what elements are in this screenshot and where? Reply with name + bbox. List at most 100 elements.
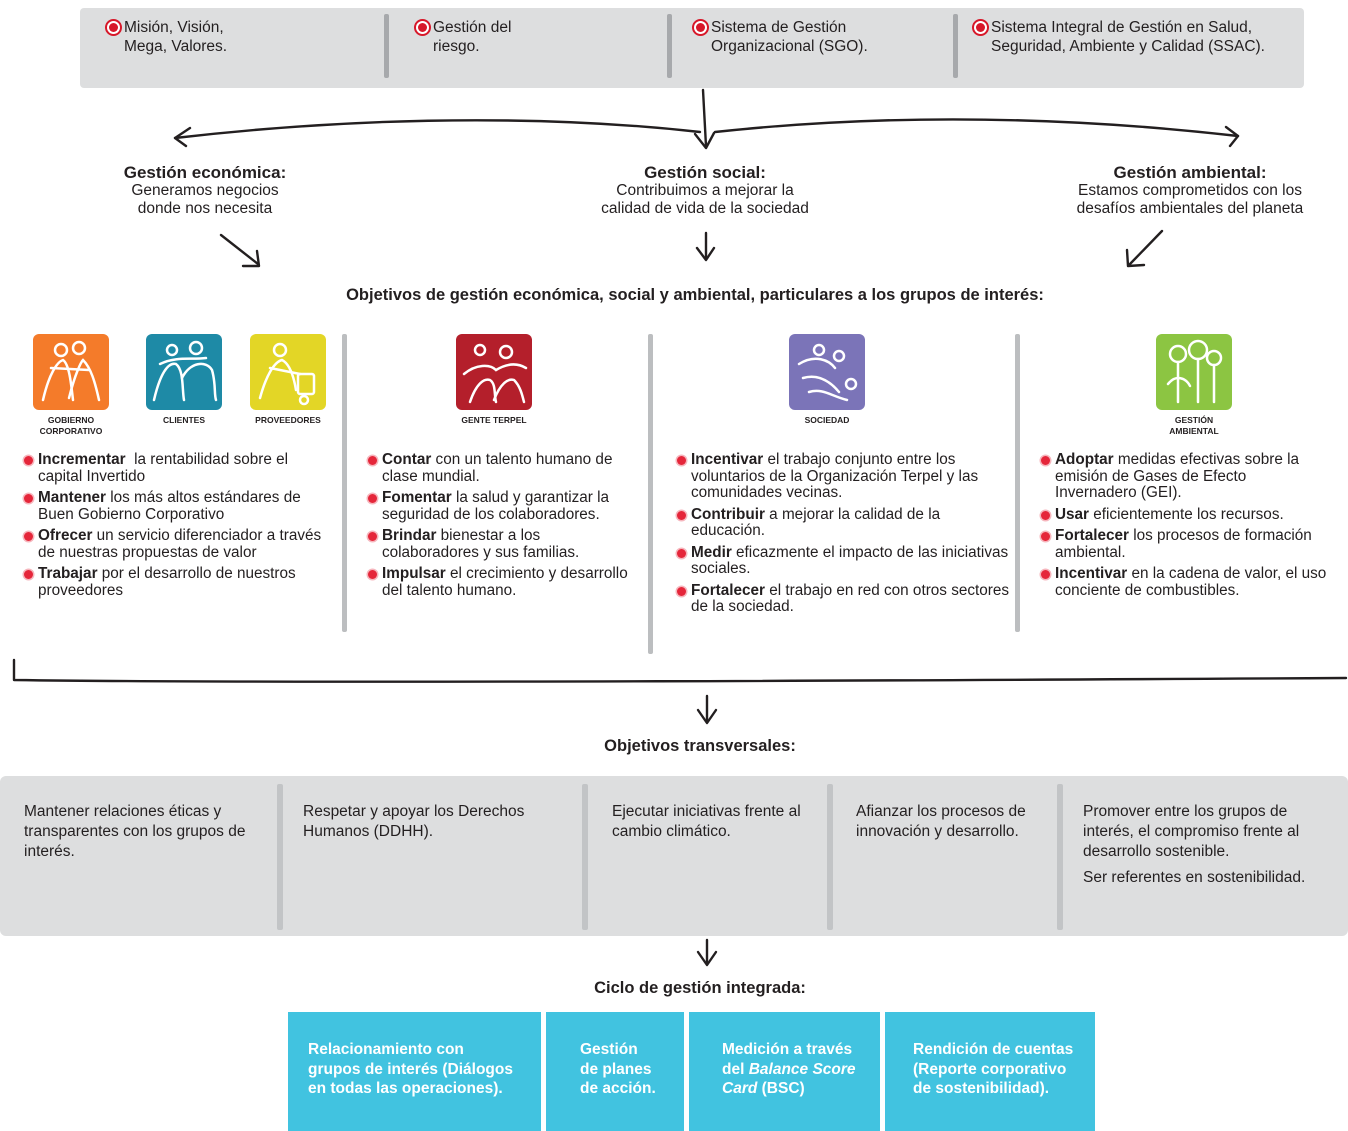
objective-text: los procesos de formación ambiental. <box>1055 527 1317 561</box>
column-divider <box>1015 334 1020 632</box>
objective-verb: Medir <box>691 543 732 561</box>
objective-item: Ofrecer un servicio diferenciador a trav… <box>22 527 326 561</box>
gestion-description: Estamos comprometidos con los desafíos a… <box>1076 182 1304 217</box>
cycle-box-rendicion: Rendición de cuentas (Reporte corporativ… <box>885 1012 1095 1131</box>
objective-text: por el desarrollo de nuestros proveedore… <box>38 565 300 599</box>
objective-item: Adoptar medidas efectivas sobre la emisi… <box>1039 451 1329 502</box>
arrow-branch-right <box>713 118 1240 138</box>
objective-item: Incentivar en la cadena de valor, el uso… <box>1039 565 1331 599</box>
target-bullet-icon <box>414 19 431 36</box>
gente-terpel-icon <box>456 334 532 410</box>
transversal-band <box>0 776 1348 936</box>
objective-verb: Incentivar <box>1055 565 1128 582</box>
transversal-item: Respetar y apoyar los Derechos Humanos (… <box>303 803 525 840</box>
sociedad-icon <box>789 334 865 410</box>
divider <box>827 784 833 930</box>
group-label: GESTIÓN AMBIENTAL <box>1169 415 1219 436</box>
proveedores-icon <box>250 334 326 410</box>
gestion-social: Gestión social: Contribuimos a mejorar l… <box>560 163 850 218</box>
bracket-line <box>12 658 1348 683</box>
divider <box>384 14 389 78</box>
objective-text: medidas efectivas sobre la emisión de Ga… <box>1055 451 1304 501</box>
gestion-description: Generamos negocios donde nos necesita <box>131 182 279 217</box>
objective-text: el crecimiento y desarrollo del talento … <box>382 565 632 599</box>
gestion-economica: Gestión económica: Generamos negocios do… <box>80 163 330 218</box>
objective-verb: Impulsar <box>382 565 446 582</box>
gestion-description: Contribuimos a mejorar la calidad de vid… <box>601 182 809 217</box>
gestion-heading: Gestión social: <box>644 163 766 182</box>
objective-verb: Incentivar <box>691 451 764 468</box>
foundation-item: Gestión del riesgo. <box>414 18 511 56</box>
objective-item: Incrementar la rentabilidad sobre el cap… <box>22 451 322 485</box>
objective-text: el trabajo en red con otros sectores de … <box>691 581 1014 615</box>
objective-text: con un talento humano de clase mundial. <box>382 451 617 485</box>
arrow-environment-down <box>1128 229 1164 266</box>
gobierno-corporativo-icon <box>33 334 109 410</box>
divider <box>1057 784 1063 930</box>
objective-verb: Ofrecer <box>38 527 93 544</box>
gestion-ambiental-icon <box>1156 334 1232 410</box>
divider <box>582 784 588 930</box>
gestion-heading: Gestión económica: <box>123 163 287 182</box>
objective-verb: Incrementar <box>38 451 126 468</box>
foundation-item: Sistema de Gestión Organizacional (SGO). <box>692 18 868 56</box>
group-label: GENTE TERPEL <box>461 415 527 425</box>
transversal-item: Ejecutar iniciativas frente al cambio cl… <box>612 803 801 840</box>
objective-verb: Brindar <box>382 527 437 544</box>
objective-verb: Fortalecer <box>691 581 765 599</box>
objective-verb: Adoptar <box>1055 451 1114 468</box>
objective-item: Trabajar por el desarrollo de nuestros p… <box>22 565 322 599</box>
objective-item: Fortalecer el trabajo en red con otros s… <box>675 581 1014 616</box>
objective-verb: Fomentar <box>382 489 452 506</box>
objectives-list-sociedad: Incentivar el trabajo conjunto entre los… <box>675 451 1014 621</box>
column-divider <box>648 334 653 654</box>
arrow-economic-down <box>219 233 260 266</box>
target-bullet-icon <box>105 19 122 36</box>
objective-item: Contar con un talento humano de clase mu… <box>366 451 638 485</box>
objective-item: Impulsar el crecimiento y desarrollo del… <box>366 565 638 599</box>
divider <box>277 784 283 930</box>
clientes-icon <box>146 334 222 410</box>
divider <box>667 14 672 78</box>
objective-verb: Trabajar <box>38 565 98 582</box>
objective-text: eficientemente los recursos. <box>1089 505 1284 523</box>
objective-text: la salud y garantizar la seguridad de lo… <box>382 489 614 523</box>
gestion-ambiental: Gestión ambiental: Estamos comprometidos… <box>1040 163 1340 218</box>
transversal-item: Promover entre los grupos de interés, el… <box>1083 803 1306 886</box>
divider <box>953 14 958 78</box>
objectives-list-economica: Incrementar la rentabilidad sobre el cap… <box>22 451 326 604</box>
objective-text: el trabajo conjunto entre los voluntario… <box>691 451 983 501</box>
objectives-title: Objetivos de gestión económica, social y… <box>346 286 1044 304</box>
target-bullet-icon <box>972 19 989 36</box>
group-label: GOBIERNO CORPORATIVO <box>39 415 103 436</box>
foundation-item: Sistema Integral de Gestión en Salud, Se… <box>972 18 1265 56</box>
objective-item: Mantener los más altos estándares de Bue… <box>22 489 322 523</box>
arrow-branch-left <box>173 119 702 140</box>
objective-text: la rentabilidad sobre el capital Inverti… <box>38 451 293 485</box>
transversal-title: Objetivos transversales: <box>604 737 796 755</box>
transversal-item: Mantener relaciones éticas y transparent… <box>24 803 246 860</box>
cycle-box-relacionamiento: Relacionamiento con grupos de interés (D… <box>288 1012 541 1131</box>
objective-text: los más altos estándares de Buen Gobiern… <box>38 489 305 523</box>
arrow-top-down <box>701 88 708 148</box>
objective-verb: Usar <box>1055 505 1090 523</box>
objectives-list-gente: Contar con un talento humano de clase mu… <box>366 451 638 604</box>
objective-text: un servicio diferenciador a través de nu… <box>38 527 326 561</box>
group-label: SOCIEDAD <box>804 415 850 425</box>
objective-text: en la cadena de valor, el uso conciente … <box>1055 565 1331 599</box>
objective-verb: Contar <box>382 451 432 468</box>
gestion-heading: Gestión ambiental: <box>1113 163 1267 182</box>
transversal-item: Afianzar los procesos de innovación y de… <box>856 803 1026 840</box>
column-divider <box>342 334 347 632</box>
objectives-list-ambiental: Adoptar medidas efectivas sobre la emisi… <box>1039 451 1331 604</box>
objective-item: Fortalecer los procesos de formación amb… <box>1039 527 1329 561</box>
objective-text: eficazmente el impacto de las iniciativa… <box>691 543 1013 577</box>
objective-item: Fomentar la salud y garantizar la seguri… <box>366 489 638 523</box>
cycle-title: Ciclo de gestión integrada: <box>594 979 806 997</box>
objective-item: Contribuir a mejorar la calidad de la ed… <box>675 505 1010 540</box>
cycle-box-planes: Gestión de planes de acción. <box>546 1012 684 1131</box>
objective-item: Usar eficientemente los recursos. <box>1039 505 1329 524</box>
foundation-item: Misión, Visión, Mega, Valores. <box>105 18 227 56</box>
objective-item: Medir eficazmente el impacto de las inic… <box>675 543 1013 578</box>
objective-verb: Contribuir <box>691 505 765 523</box>
